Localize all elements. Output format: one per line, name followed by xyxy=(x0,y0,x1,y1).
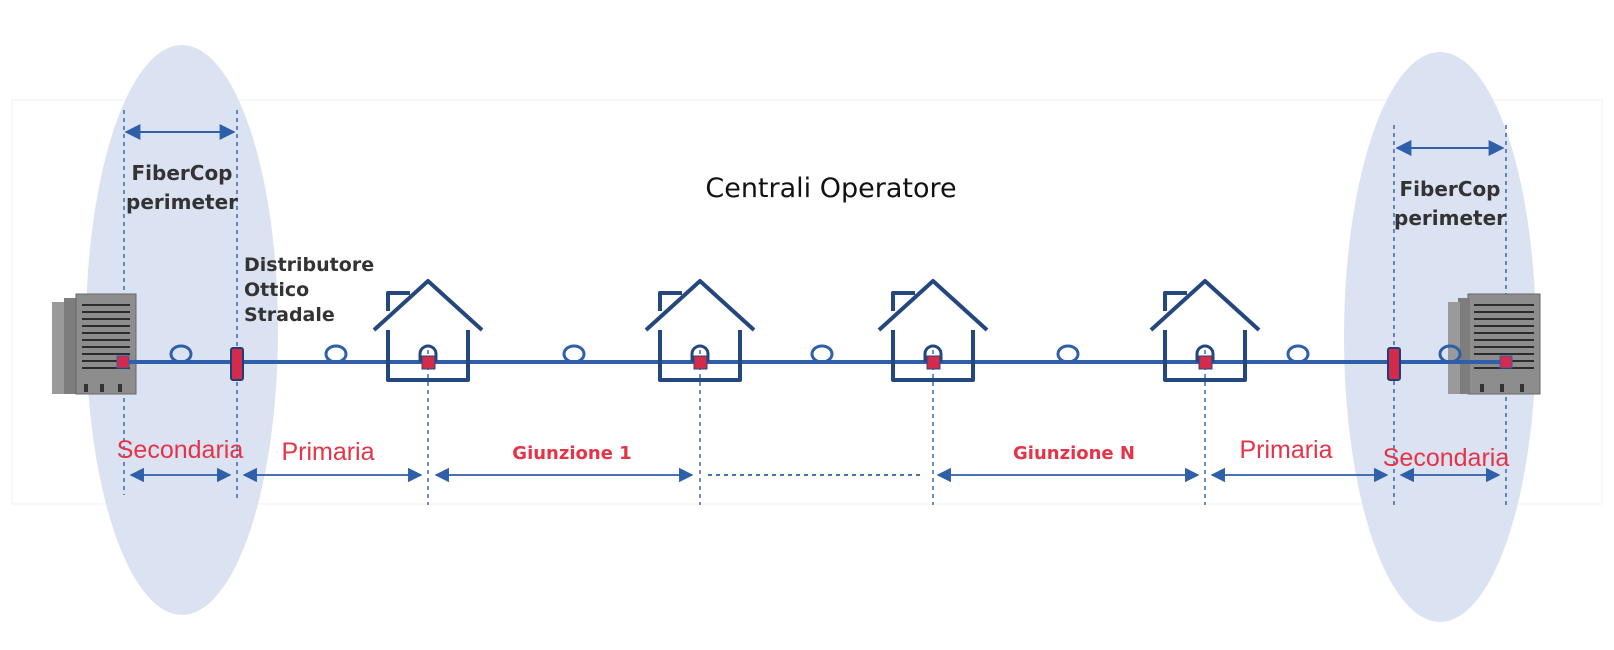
splice-node-icon xyxy=(116,355,130,369)
splice-node-icon xyxy=(926,355,941,370)
distributor-label-line1: Distributore xyxy=(244,254,374,276)
distributor-label-line2: Ottico xyxy=(244,279,309,301)
house-door-icon xyxy=(418,344,438,362)
house-icon xyxy=(644,279,756,382)
house-door-icon xyxy=(690,344,710,362)
house-icon xyxy=(1149,279,1261,382)
splice-node-icon xyxy=(1198,355,1213,370)
distributor-label-line3: Stradale xyxy=(244,304,335,326)
house-door-icon xyxy=(1195,344,1215,362)
right-primary-label: Primaria xyxy=(1239,436,1332,464)
right-perimeter-label-line1: FiberCop xyxy=(1400,177,1501,201)
house-door-icon xyxy=(923,344,943,362)
right-secondary-label: Secondaria xyxy=(1383,444,1510,472)
right-perimeter-label-line2: perimeter xyxy=(1394,206,1506,230)
distributor-node-icon xyxy=(1387,347,1401,381)
splice-node-icon xyxy=(421,355,436,370)
splice-node-icon xyxy=(693,355,708,370)
left-primary-label: Primaria xyxy=(281,438,374,466)
server-rack-icon xyxy=(1448,293,1541,395)
left-perimeter-label-line2: perimeter xyxy=(126,190,238,214)
house-icon xyxy=(877,279,989,382)
house-icon xyxy=(372,279,484,382)
left-perimeter-label-line1: FiberCop xyxy=(132,161,233,185)
server-rack-icon xyxy=(52,293,137,395)
distributor-node-icon xyxy=(230,347,244,381)
left-secondary-label: Secondaria xyxy=(117,436,244,464)
diagram-title: Centrali Operatore xyxy=(705,173,956,204)
fiber-loop-icon xyxy=(169,344,1462,364)
splice-node-icon xyxy=(1499,355,1513,369)
junction-first-label: Giunzione 1 xyxy=(512,443,631,464)
junction-last-label: Giunzione N xyxy=(1013,443,1135,464)
diagram-frame xyxy=(11,99,1603,505)
